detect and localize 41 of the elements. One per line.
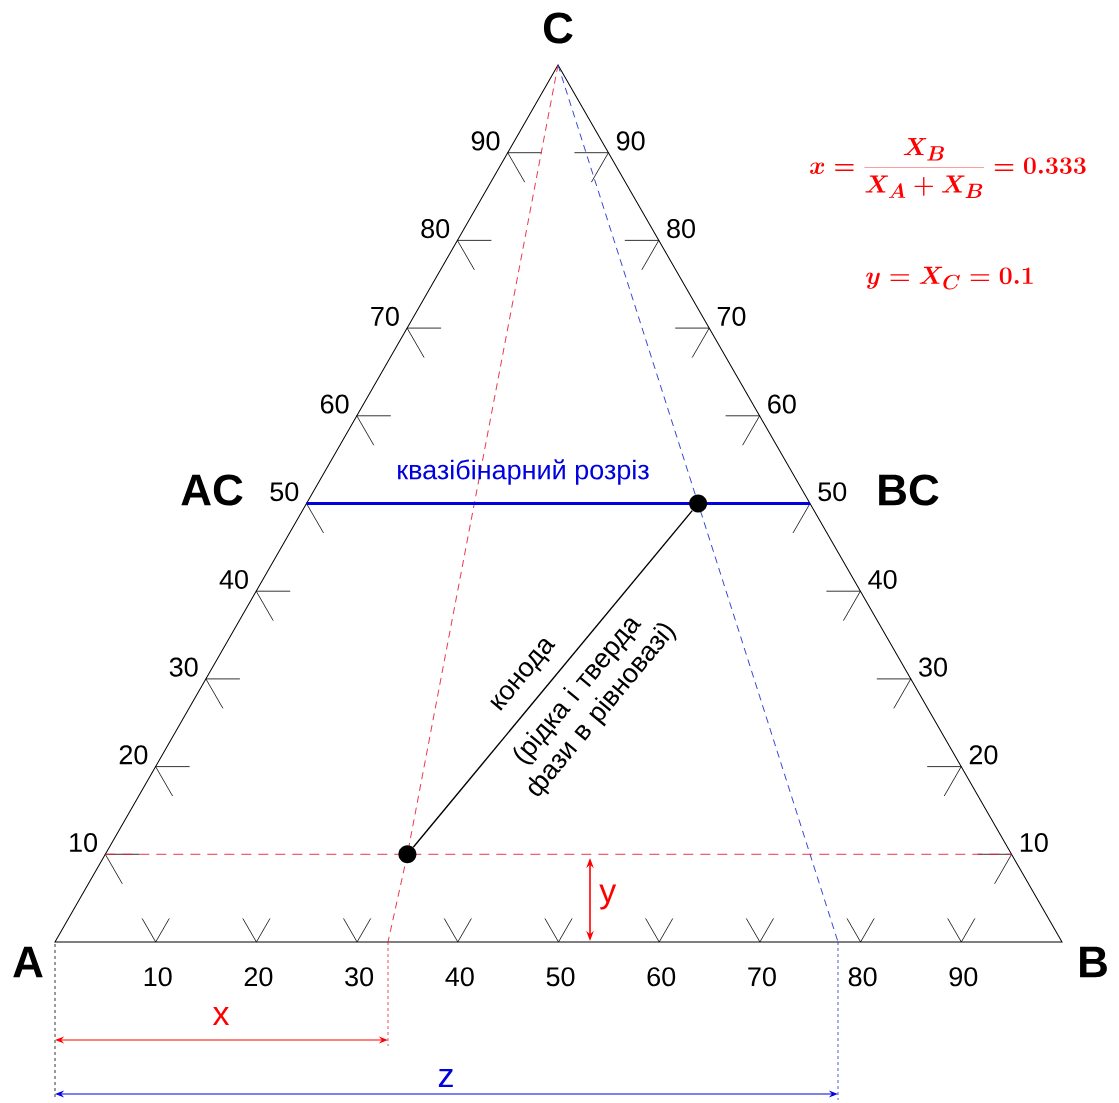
tick-label: 30 [169,657,198,677]
dimension-label: y [599,884,617,910]
vertex-label: A [13,946,43,978]
line-label: квазібінарний розріз [398,459,649,485]
tick-label: 50 [546,967,575,987]
tick-label: 80 [421,219,450,239]
tick-label: 30 [345,967,374,987]
tick-label: 80 [848,967,877,987]
dimension-label: z [438,1069,453,1087]
tick-label: 10 [70,833,98,853]
point-marker [398,845,417,864]
vertex-label: AC [181,474,243,506]
tick-label: 60 [768,394,796,414]
tick-label: 70 [371,306,399,326]
tick-label: 40 [445,967,474,987]
tick-label: 90 [471,131,500,151]
vertex-label: B [1080,946,1107,978]
formula: $x=\frac{X_{B}}{X_{A}+X_{B}}=0.333$ [810,138,1086,198]
tick-label: 20 [969,745,998,765]
tick-label: 60 [320,394,349,414]
point-marker [689,494,708,513]
tick-label: 50 [818,482,847,502]
tick-label: 90 [949,967,978,987]
tick-label: 90 [616,131,645,151]
tick-label: 40 [868,569,897,589]
tie-line [412,509,693,848]
tick-label: 10 [144,967,172,987]
tick-label: 40 [219,569,248,589]
tick-label: 60 [647,967,676,987]
formula: $y=X_{C}=0.1$ [866,266,1033,290]
vertex-label: BC [879,474,939,506]
tick-label: 20 [244,967,273,987]
tick-label: 20 [119,745,148,765]
tick-label: 70 [748,967,776,987]
tick-label: 30 [919,657,947,677]
tick-label: 80 [667,219,695,239]
vertex-label: C [543,12,573,44]
tick-label: 70 [717,306,746,326]
dimension-label: x [212,1007,230,1025]
tick-label: 10 [1020,833,1048,853]
tick-label: 50 [270,482,299,502]
